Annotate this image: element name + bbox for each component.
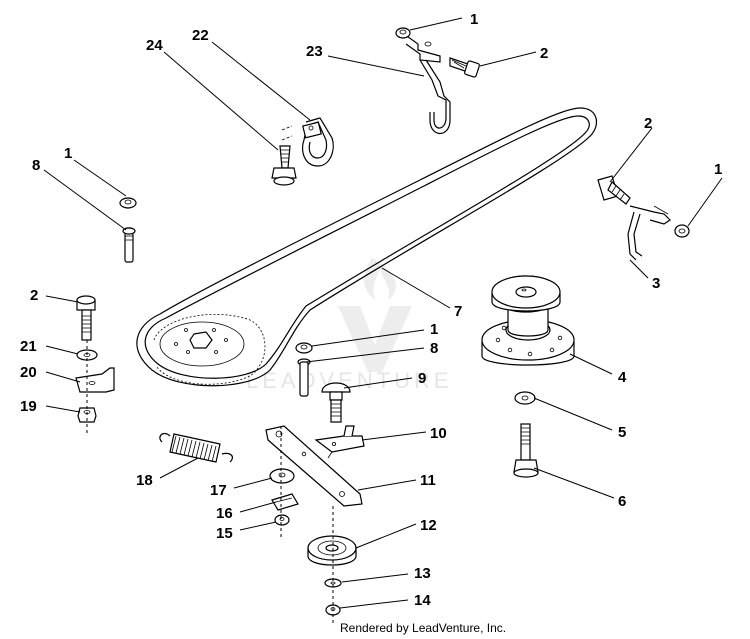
callout-8-center: 8	[430, 340, 438, 357]
pulley-4	[481, 275, 575, 366]
callout-20: 20	[20, 364, 37, 381]
clip-16	[271, 493, 299, 511]
bolt-2-top	[449, 57, 480, 78]
callout-11: 11	[420, 472, 436, 489]
nut-1-right	[674, 224, 690, 238]
callout-24: 24	[146, 37, 163, 54]
nut-1-top	[395, 27, 411, 39]
spring-18	[159, 432, 234, 463]
callout-15: 15	[216, 525, 233, 542]
callout-22: 22	[192, 27, 209, 44]
footer-credit: Rendered by LeadVenture, Inc.	[340, 621, 507, 635]
callout-5: 5	[618, 424, 626, 441]
bracket-10	[314, 425, 365, 459]
stud-8-center	[297, 358, 311, 397]
callout-6: 6	[618, 493, 626, 510]
callout-13: 13	[414, 565, 431, 582]
callout-2-top: 2	[540, 45, 548, 62]
bolt-24	[271, 145, 297, 186]
bolt-2-right	[597, 175, 631, 205]
callout-2-right: 2	[644, 115, 652, 132]
bolt-6	[513, 423, 539, 478]
washer-17	[269, 468, 295, 484]
bracket-3	[627, 205, 671, 261]
callout-16: 16	[216, 505, 233, 522]
callout-21: 21	[20, 338, 37, 355]
callout-19: 19	[20, 398, 37, 415]
callout-3: 3	[652, 275, 660, 292]
callout-9: 9	[418, 370, 426, 387]
callout-12: 12	[420, 517, 437, 534]
callout-1-left: 1	[64, 145, 72, 162]
washer-5	[514, 391, 536, 405]
nut-1-center	[295, 342, 313, 354]
callout-7: 7	[454, 303, 462, 320]
stud-8-left	[122, 227, 136, 263]
callout-18: 18	[136, 472, 153, 489]
callout-2-left: 2	[30, 287, 38, 304]
callout-8-left: 8	[32, 157, 40, 174]
leader-lines	[43, 17, 723, 609]
callout-10: 10	[430, 425, 447, 442]
nut-15	[274, 514, 290, 526]
callout-1-center: 1	[430, 321, 438, 338]
idler-arm-11	[265, 425, 363, 507]
drive-belt-7	[136, 107, 598, 387]
bracket-20	[75, 367, 115, 393]
belt-pulley-hub	[159, 321, 245, 367]
callout-23: 23	[306, 43, 323, 60]
callout-1-top: 1	[470, 11, 478, 28]
carriage-bolt-9	[321, 382, 351, 423]
idler-pulley-12	[307, 535, 357, 566]
clip-22	[281, 117, 334, 167]
callout-4: 4	[618, 369, 627, 386]
bolt-2-left	[76, 295, 96, 341]
hook-bracket-23	[403, 33, 451, 135]
callout-14: 14	[414, 592, 431, 609]
callout-17: 17	[210, 482, 227, 499]
callout-labels: 1 2 23 24 22 1 8 2 1 3 2 21 20 19 7 4 1 …	[20, 11, 722, 609]
callout-1-right: 1	[714, 161, 722, 178]
nut-1-left	[119, 197, 137, 209]
